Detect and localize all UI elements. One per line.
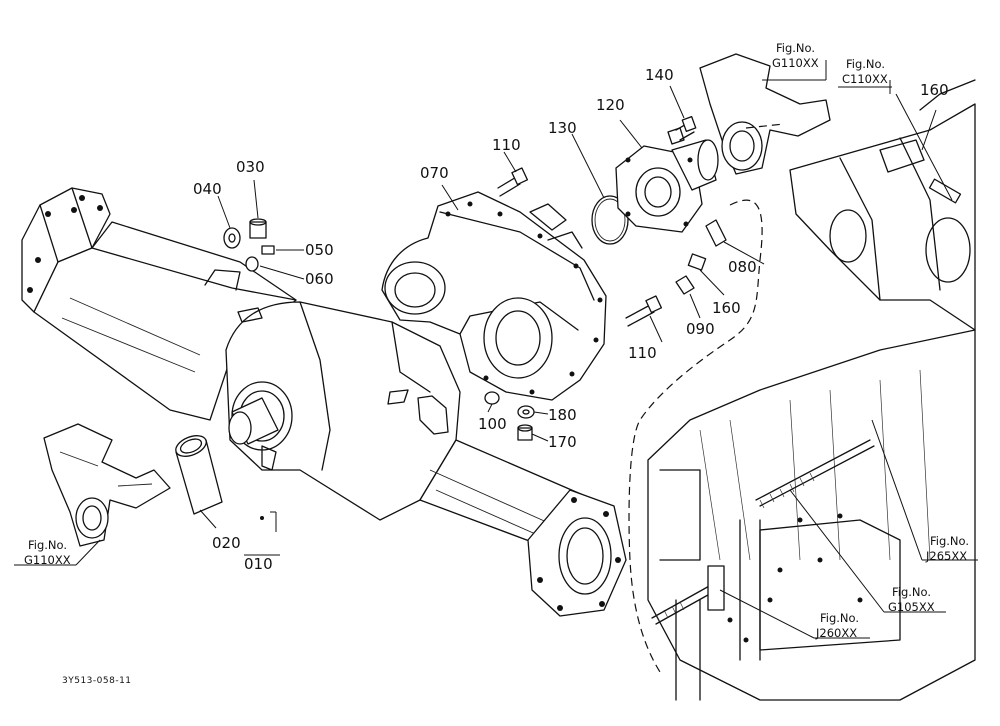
callout-080: 080 xyxy=(728,258,757,276)
callout-010: 010 xyxy=(244,555,273,573)
callout-160-lower: 160 xyxy=(712,299,741,317)
callout-130: 130 xyxy=(548,119,577,137)
bolt-110-lower xyxy=(625,295,663,327)
callout-070: 070 xyxy=(420,164,449,182)
callout-060: 060 xyxy=(305,270,334,288)
o-ring-130 xyxy=(591,195,629,245)
front-bracket-left xyxy=(43,423,171,547)
fig-ref-number: G110XX xyxy=(772,56,819,70)
fitting-160-lower xyxy=(687,253,707,271)
gasket-180 xyxy=(517,405,535,419)
fig-ref-label: Fig.No. xyxy=(892,585,931,599)
fig-ref-j265xx: Fig.No. J265XX xyxy=(925,534,969,563)
leader-lines xyxy=(14,60,978,639)
fig-ref-g110xx-left: Fig.No. G110XX xyxy=(24,538,71,567)
fig-ref-label: Fig.No. xyxy=(776,41,815,55)
callout-170: 170 xyxy=(548,433,577,451)
drawing-code: 3Y513-058-11 xyxy=(62,676,132,686)
washer-060 xyxy=(245,256,259,272)
fig-ref-number: J265XX xyxy=(925,549,967,563)
callout-100: 100 xyxy=(478,415,507,433)
front-bracket-top xyxy=(699,53,831,175)
fig-ref-g110xx-top: Fig.No. G110XX xyxy=(772,41,819,70)
callout-140: 140 xyxy=(645,66,674,84)
fig-ref-number: J260XX xyxy=(815,626,857,640)
plug-170 xyxy=(517,424,533,441)
fig-ref-j260xx: Fig.No. J260XX xyxy=(815,611,859,640)
fig-ref-label: Fig.No. xyxy=(28,538,67,552)
front-gear-case-070 xyxy=(381,191,607,401)
fig-ref-label: Fig.No. xyxy=(930,534,969,548)
callout-180: 180 xyxy=(548,406,577,424)
fig-ref-number: C110XX xyxy=(842,72,888,86)
fig-ref-number: G110XX xyxy=(24,553,71,567)
fig-ref-g105xx: Fig.No. G105XX xyxy=(888,585,935,614)
joint-090 xyxy=(675,275,695,295)
fig-ref-c110xx: Fig.No. C110XX xyxy=(842,57,888,86)
fig-ref-label: Fig.No. xyxy=(846,57,885,71)
front-axle-case xyxy=(21,187,627,617)
callout-110-upper: 110 xyxy=(492,136,521,154)
fig-ref-label: Fig.No. xyxy=(820,611,859,625)
callout-040: 040 xyxy=(193,180,222,198)
bushing-020 xyxy=(175,435,223,515)
bolt-110-upper xyxy=(497,167,529,197)
callout-120: 120 xyxy=(596,96,625,114)
callout-090: 090 xyxy=(686,320,715,338)
callout-160-upper: 160 xyxy=(920,81,949,99)
tractor-frame-section xyxy=(647,79,976,701)
pipe-080 xyxy=(705,219,727,247)
plug-100 xyxy=(484,391,500,405)
callout-020: 020 xyxy=(212,534,241,552)
washer-040 xyxy=(223,227,241,249)
cover-120 xyxy=(615,139,719,233)
callout-030: 030 xyxy=(236,158,265,176)
callout-050: 050 xyxy=(305,241,334,259)
bolt-030 xyxy=(249,218,267,239)
fig-ref-number: G105XX xyxy=(888,600,935,614)
bolt-140 xyxy=(667,116,697,145)
nipple-050 xyxy=(261,245,275,255)
group-boundary xyxy=(628,199,763,673)
callout-110-lower: 110 xyxy=(628,344,657,362)
